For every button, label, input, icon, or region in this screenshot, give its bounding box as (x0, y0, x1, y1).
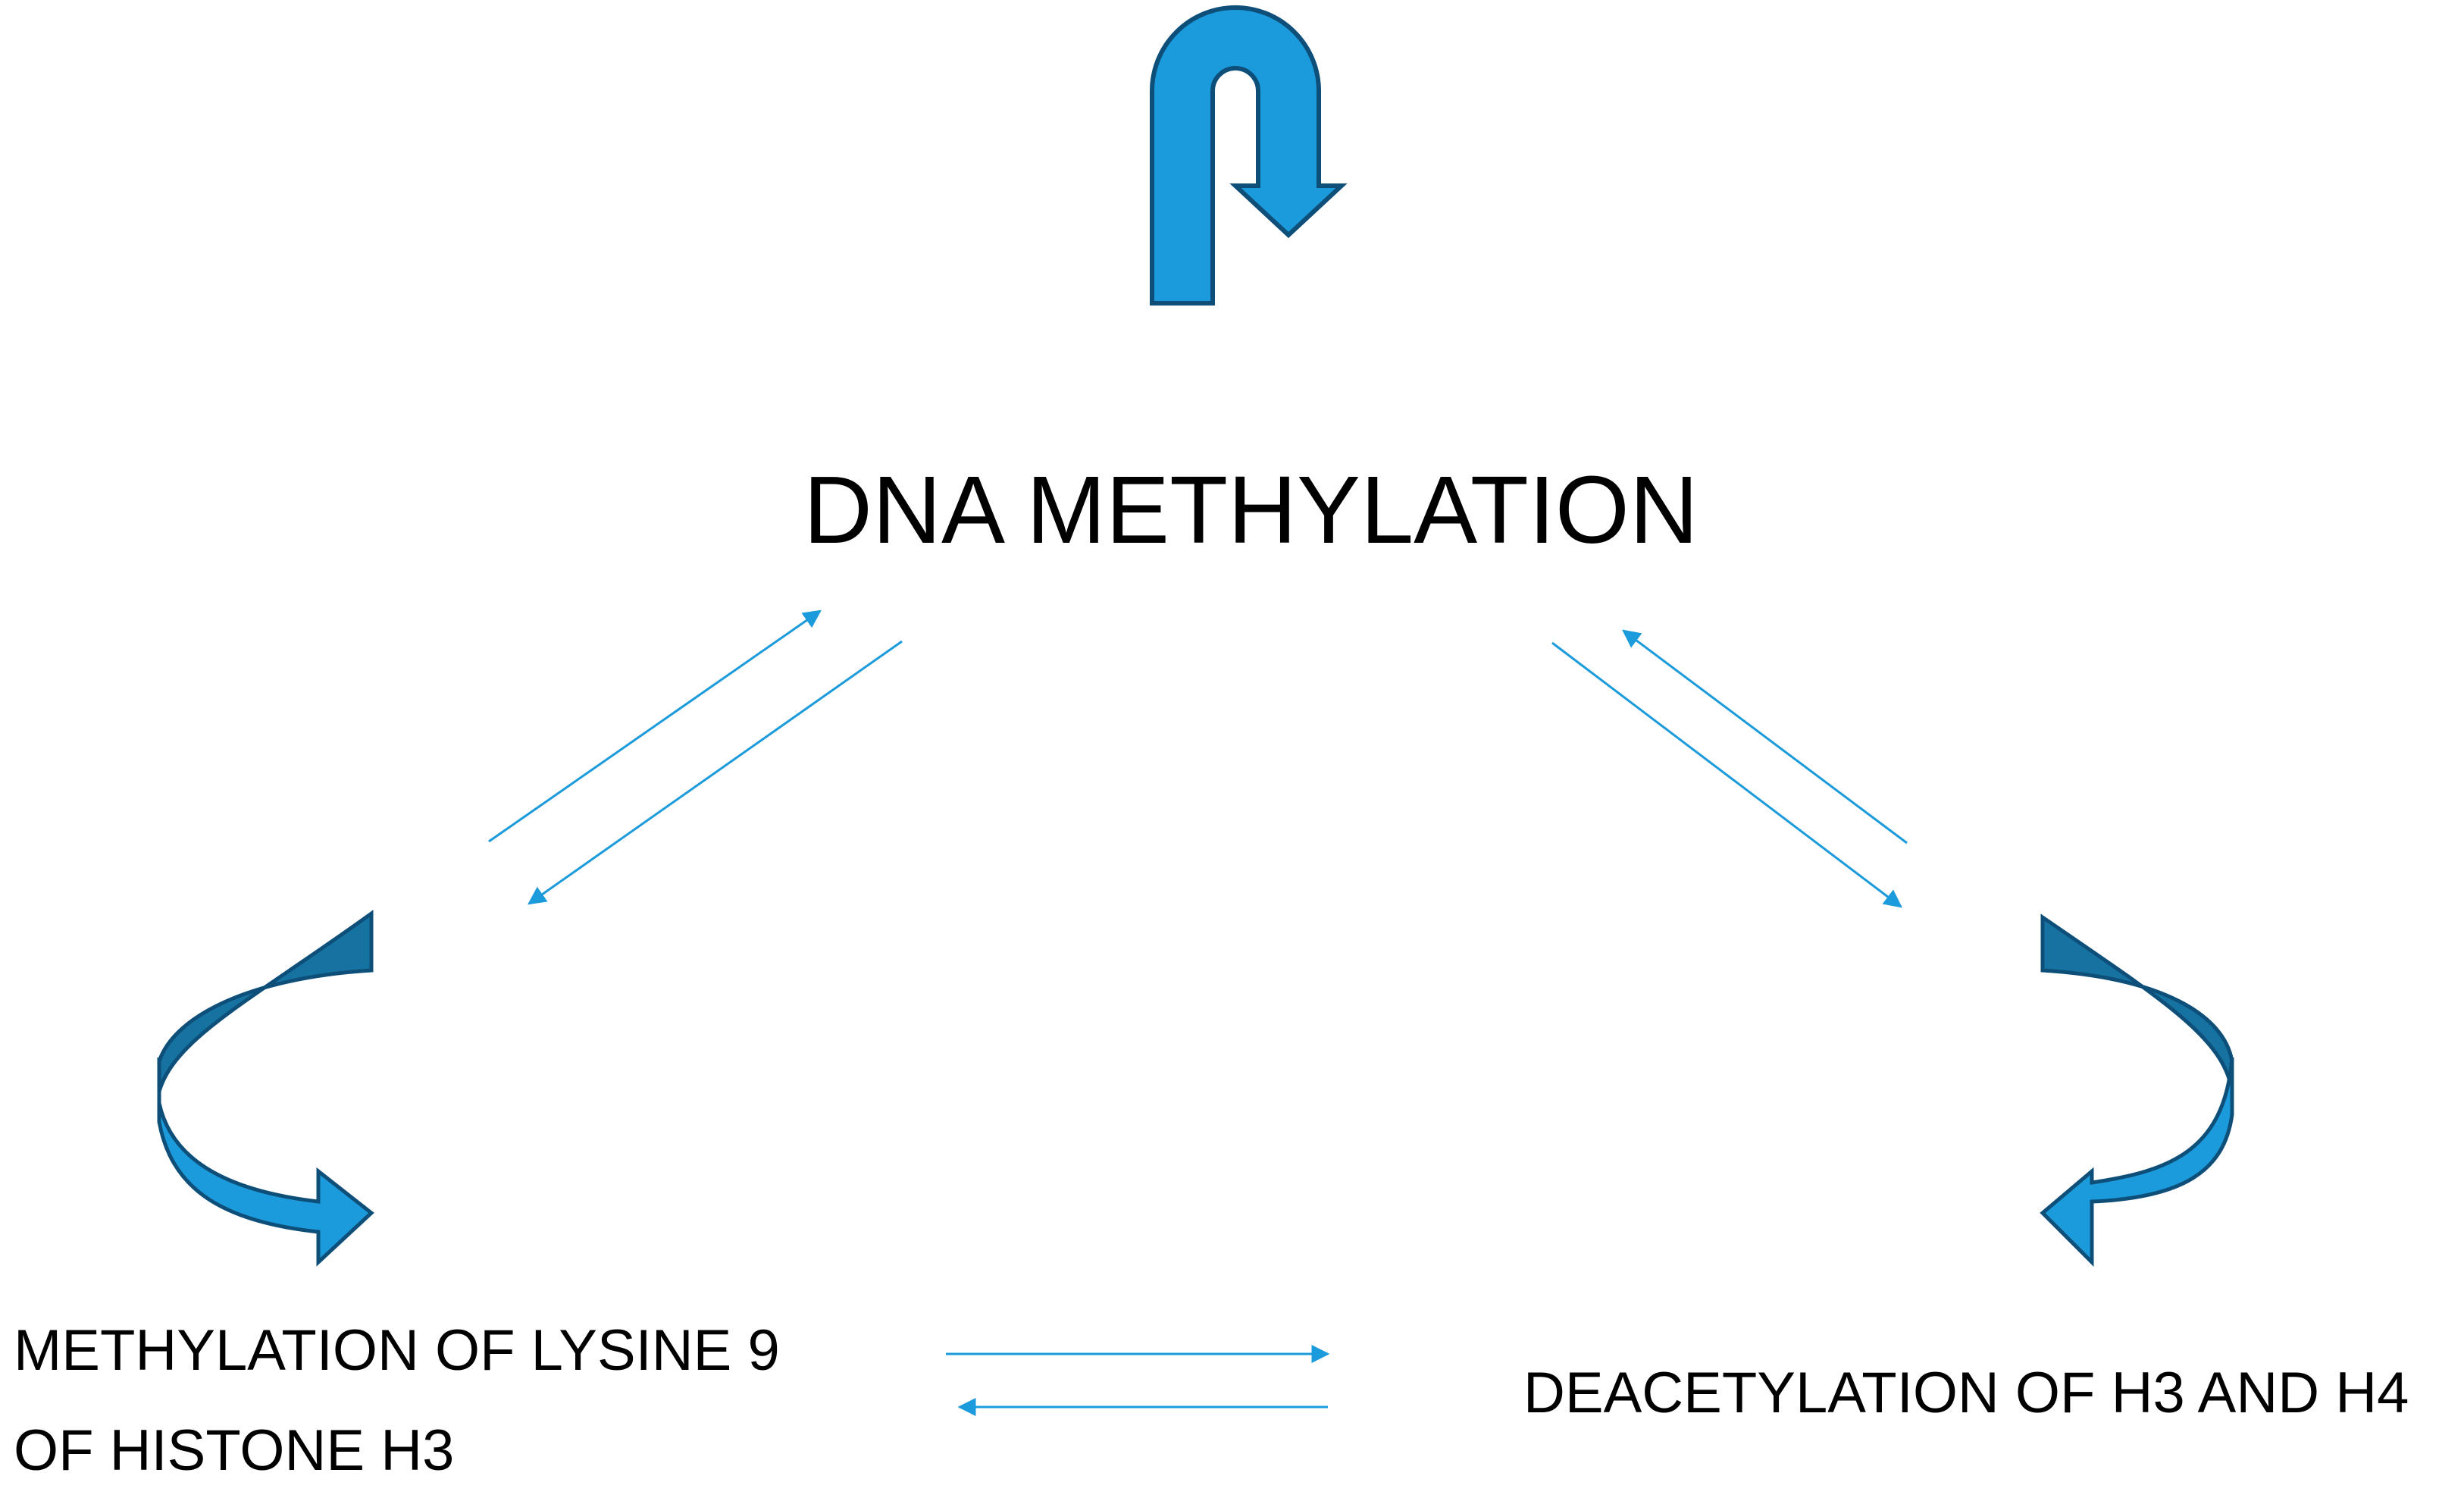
arrow-top-to-right (1551, 641, 1902, 908)
node-deacetylation-h3-h4: DEACETYLATION OF H3 AND H4 (1523, 1361, 2409, 1425)
arrow-left-to-top (488, 609, 822, 843)
node-dna-methylation: DNA METHYLATION (803, 456, 1699, 563)
node-methylation-lysine-9: METHYLATION OF LYSINE 9 OF HISTONE H3 (14, 1301, 780, 1501)
curved-down-left-arrow-icon (2040, 913, 2234, 1268)
curved-down-right-arrow-icon (157, 910, 374, 1267)
arrow-right-to-top (1622, 629, 1908, 845)
u-turn-arrow-icon (1150, 5, 1348, 306)
node-methylation-lysine-9-line2: OF HISTONE H3 (14, 1418, 455, 1483)
arrow-top-to-left (528, 640, 903, 905)
node-methylation-lysine-9-line1: METHYLATION OF LYSINE 9 (14, 1318, 780, 1383)
